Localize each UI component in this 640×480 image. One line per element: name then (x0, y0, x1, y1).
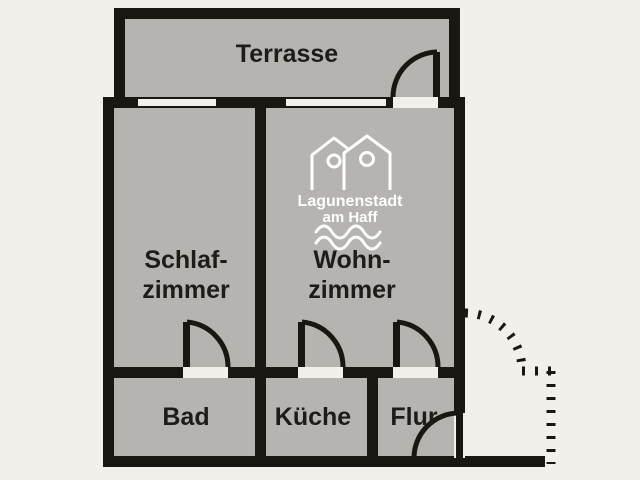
wall-segment (103, 97, 114, 467)
logo-house-right (342, 134, 392, 190)
door-swing-arc (396, 319, 441, 368)
wall-segment (449, 8, 460, 108)
entrance-door (411, 410, 465, 459)
logo-name-line2: am Haff (322, 209, 378, 226)
windows (138, 97, 386, 108)
outside-door-swing-dashed (464, 308, 527, 371)
wall-segment (454, 97, 465, 413)
bathroom-door (183, 319, 231, 378)
logo-wave-icon (314, 235, 382, 251)
wall-segment (114, 8, 125, 108)
hallway-door (393, 319, 441, 378)
wall-segment (255, 108, 266, 367)
wall-segment (114, 367, 183, 378)
bedroom-label-line1: Schlaf- (144, 246, 227, 274)
wall-segment (103, 456, 545, 467)
window-frame-line (138, 97, 216, 99)
window-opening (138, 97, 216, 108)
wall-segment (367, 367, 378, 456)
wall-segment (114, 8, 460, 19)
door-swing-arc (411, 410, 460, 459)
window-frame-line (286, 97, 386, 99)
logo-name-line1: Lagunenstadt (298, 193, 404, 210)
door-opening (298, 367, 343, 378)
window-frame-line (138, 106, 216, 108)
door-opening (393, 97, 438, 108)
door-swing-arc (390, 49, 438, 98)
logo-window-right-icon (359, 151, 375, 167)
wall-segment (255, 367, 266, 456)
door-swing-arc (301, 319, 346, 368)
terrace-door (390, 49, 440, 108)
logo: Lagunenstadt am Haff (298, 134, 404, 251)
doors (183, 49, 465, 459)
window-opening (286, 97, 386, 108)
hallway-label: Flur (390, 403, 437, 431)
door-opening (183, 367, 228, 378)
room-labels: Terrasse Schlaf- zimmer Wohn- zimmer Bad… (142, 40, 438, 431)
walls (103, 8, 545, 467)
apartment-floor (114, 108, 454, 456)
wall-segment (103, 97, 465, 108)
living-room-label-line1: Wohn- (313, 246, 390, 274)
outside-dashed-outline (464, 308, 556, 464)
wall-segment (438, 367, 454, 378)
door-swing-arc (186, 319, 231, 368)
kitchen-door (298, 319, 346, 378)
bathroom-label: Bad (162, 403, 209, 431)
window-1 (138, 97, 216, 108)
logo-window-left-icon (326, 153, 342, 169)
logo-wave-icon (314, 224, 382, 240)
terrace-label: Terrasse (236, 40, 338, 68)
floors (114, 19, 454, 456)
living-room-label-line2: zimmer (308, 276, 396, 304)
bedroom-label-line2: zimmer (142, 276, 230, 304)
window-2 (286, 97, 386, 108)
window-frame-line (286, 106, 386, 108)
door-opening (393, 367, 438, 378)
kitchen-label: Küche (275, 403, 352, 431)
